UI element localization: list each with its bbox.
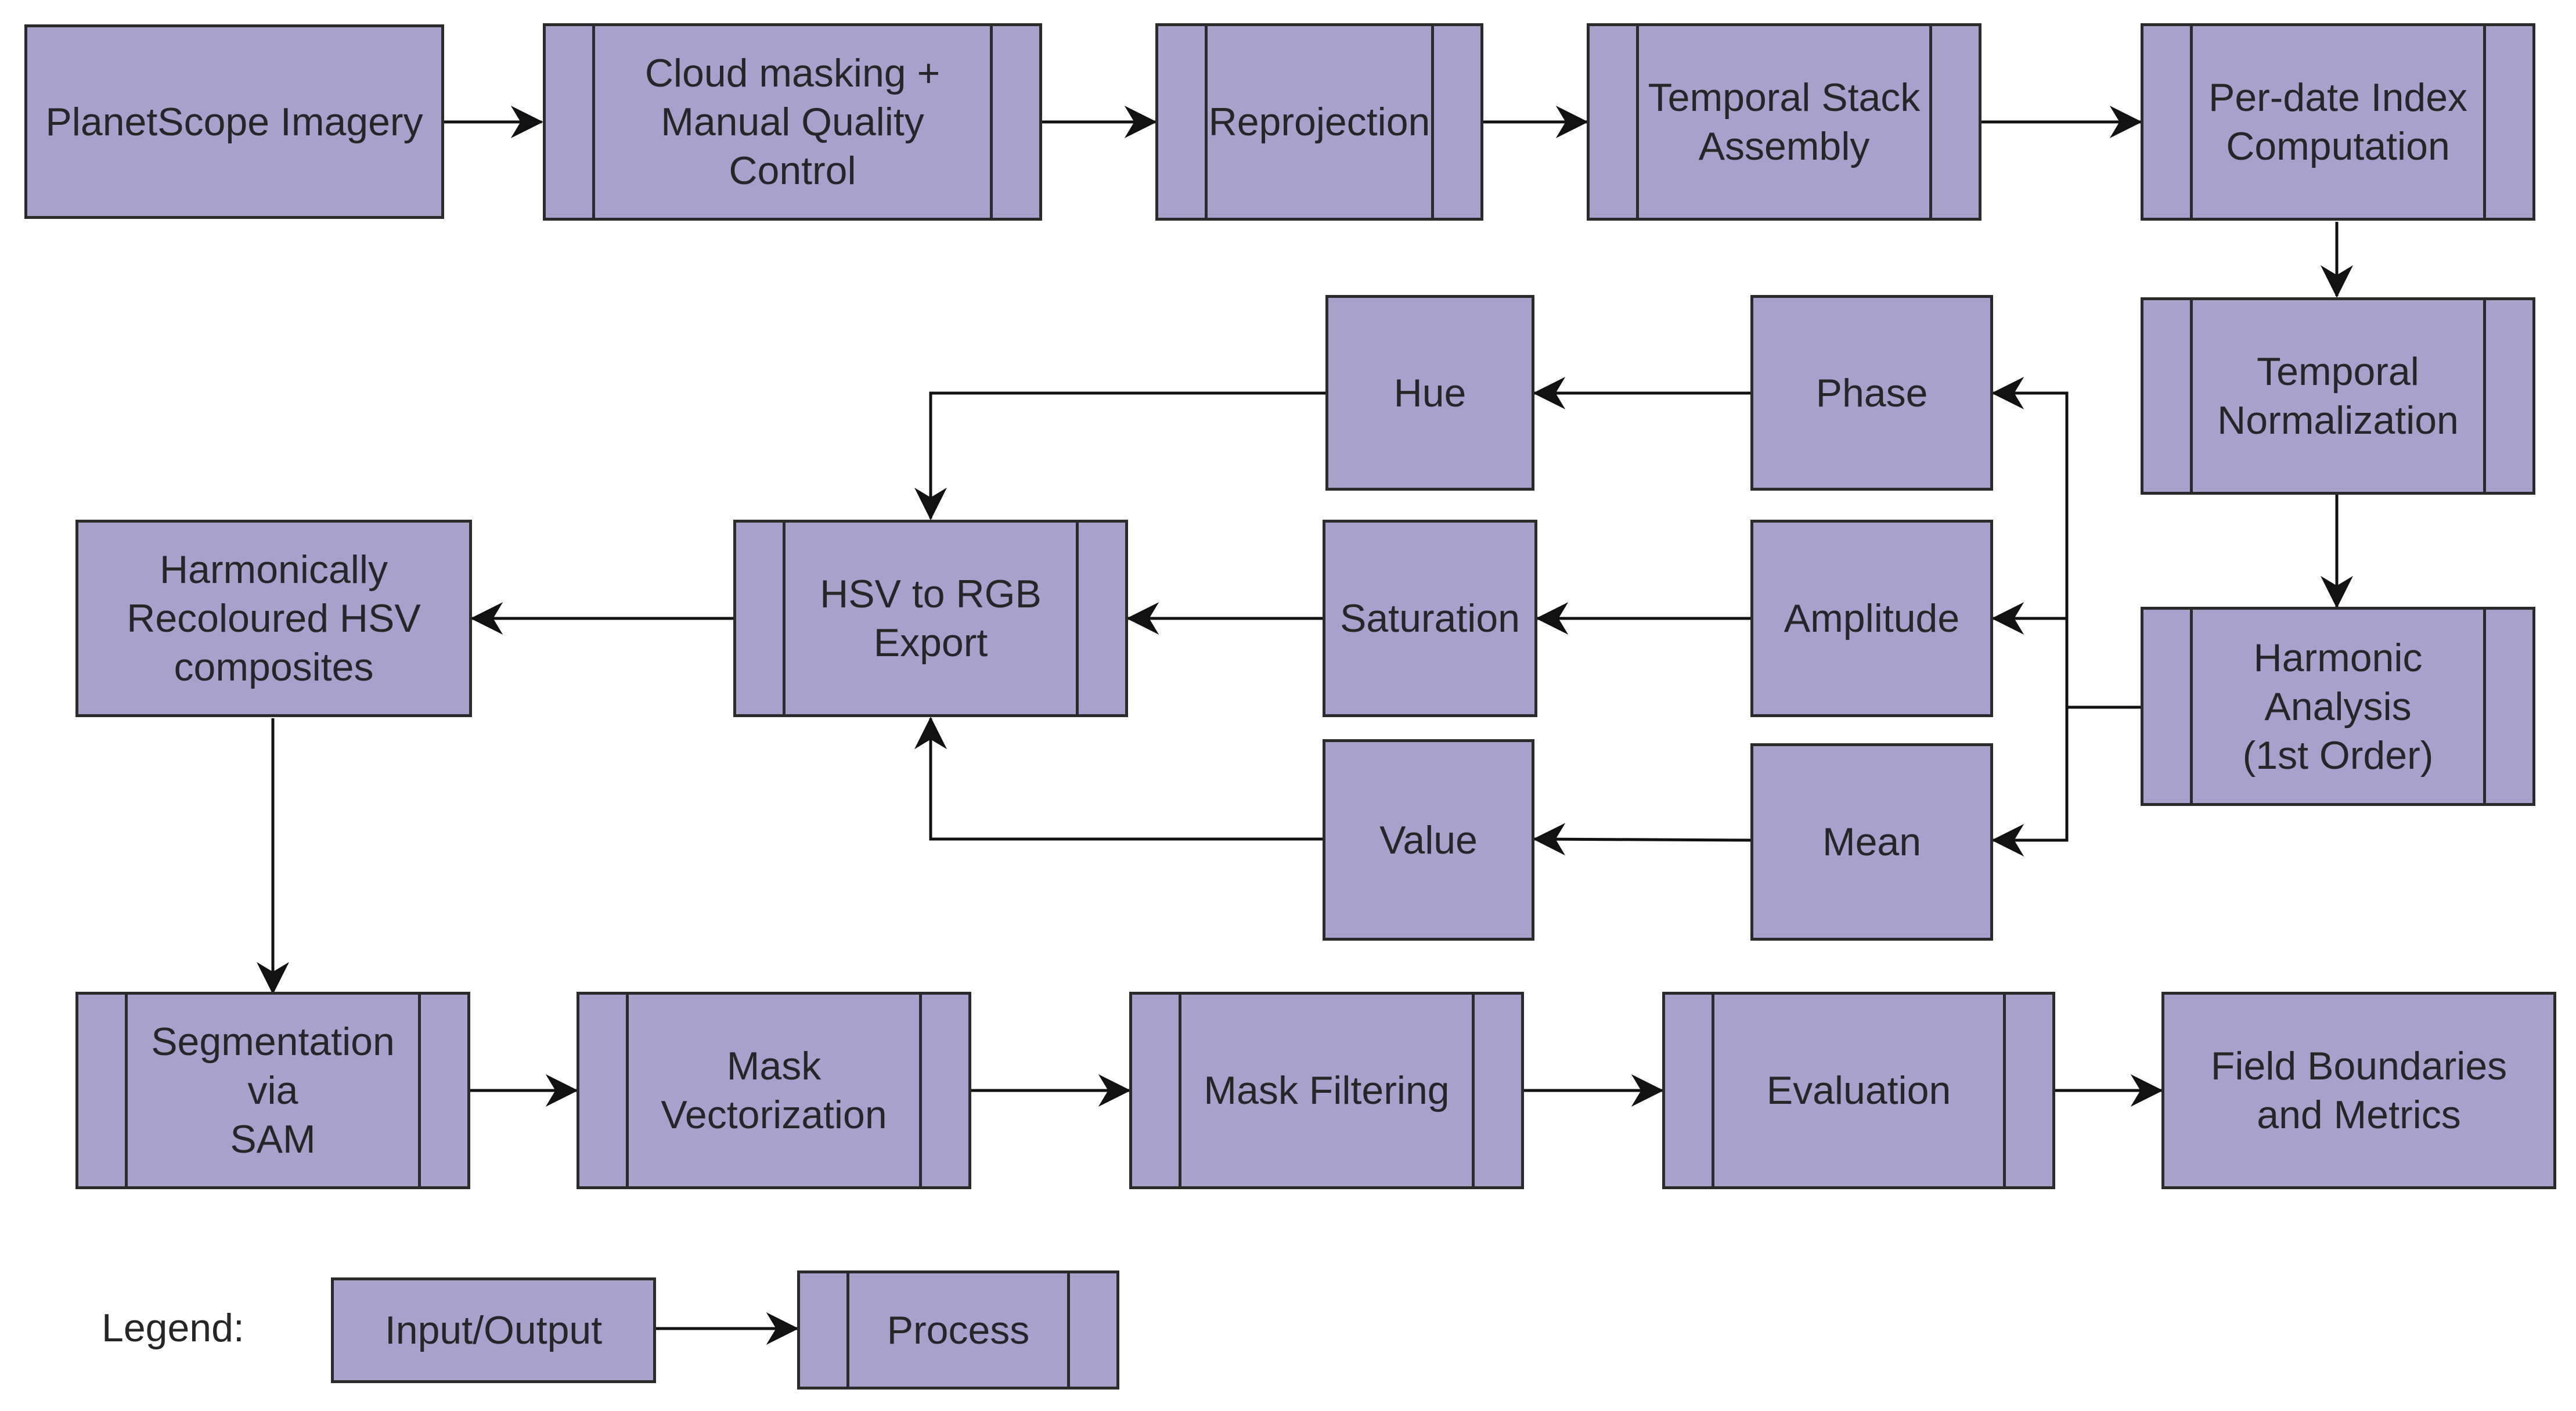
- node-hue: Hue: [1325, 295, 1534, 491]
- node-label: Mean: [1822, 820, 1922, 864]
- node-label: Harmonic Analysis (1st Order): [2242, 635, 2434, 778]
- node-label: Per-date Index Computation: [2208, 75, 2468, 168]
- node-planetscope-imagery: PlanetScope Imagery: [24, 24, 444, 219]
- node-label: Mask Vectorization: [661, 1044, 887, 1137]
- node-label: Cloud masking + Manual Quality Control: [644, 51, 941, 193]
- arrow-harmonic-to-phase: [1991, 377, 2141, 709]
- node-per-date-index-computation: Per-date Index Computation: [2141, 23, 2535, 221]
- node-label: Mask Filtering: [1204, 1068, 1450, 1113]
- node-label: Amplitude: [1784, 596, 1960, 640]
- node-evaluation: Evaluation: [1662, 992, 2055, 1189]
- node-mask-vectorization: Mask Vectorization: [577, 992, 971, 1189]
- node-label: Temporal Normalization: [2217, 350, 2459, 442]
- node-value: Value: [1323, 739, 1534, 941]
- legend-input-output-swatch: Input/Output: [331, 1277, 656, 1383]
- node-label: PlanetScope Imagery: [45, 99, 423, 144]
- node-label: Phase: [1815, 370, 1928, 415]
- node-label: Saturation: [1340, 596, 1520, 640]
- node-amplitude: Amplitude: [1750, 520, 1993, 717]
- node-segmentation-via-sam: Segmentation via SAM: [75, 992, 470, 1189]
- node-label: Temporal Stack Assembly: [1648, 75, 1921, 168]
- legend-input-output-label: Input/Output: [384, 1308, 603, 1352]
- node-saturation: Saturation: [1323, 520, 1537, 717]
- node-hsv-to-rgb-export: HSV to RGB Export: [733, 520, 1128, 717]
- arrow-value-to-hsv-rgb: [914, 717, 1323, 841]
- node-label: HSV to RGB Export: [820, 572, 1042, 665]
- node-reprojection: Reprojection: [1155, 23, 1483, 221]
- node-label: Value: [1379, 818, 1478, 862]
- legend-title: Legend:: [102, 1306, 244, 1350]
- node-harmonically-recoloured-composites: Harmonically Recoloured HSV composites: [75, 520, 472, 717]
- node-cloud-masking: Cloud masking + Manual Quality Control: [543, 23, 1042, 221]
- node-label: Evaluation: [1766, 1068, 1951, 1113]
- arrow-mean-to-value: [1533, 823, 1751, 856]
- node-mask-filtering: Mask Filtering: [1129, 992, 1524, 1189]
- node-label: Reprojection: [1208, 100, 1431, 144]
- node-label: Hue: [1393, 370, 1467, 415]
- arrow-harmonic-to-mean: [1991, 707, 2069, 856]
- node-label: Field Boundaries and Metrics: [2210, 1044, 2507, 1137]
- node-label: Harmonically Recoloured HSV composites: [127, 548, 421, 689]
- node-temporal-normalization: Temporal Normalization: [2141, 297, 2535, 495]
- node-temporal-stack-assembly: Temporal Stack Assembly: [1587, 23, 1981, 221]
- legend-process-swatch: Process: [797, 1270, 1119, 1390]
- node-phase: Phase: [1750, 295, 1993, 491]
- node-label: Segmentation via SAM: [151, 1020, 395, 1161]
- legend-process-label: Process: [887, 1308, 1030, 1352]
- arrow-hue-to-hsv-rgb: [914, 391, 1325, 520]
- node-mean: Mean: [1750, 743, 1993, 941]
- node-harmonic-analysis: Harmonic Analysis (1st Order): [2141, 607, 2535, 806]
- node-field-boundaries-and-metrics: Field Boundaries and Metrics: [2161, 992, 2556, 1189]
